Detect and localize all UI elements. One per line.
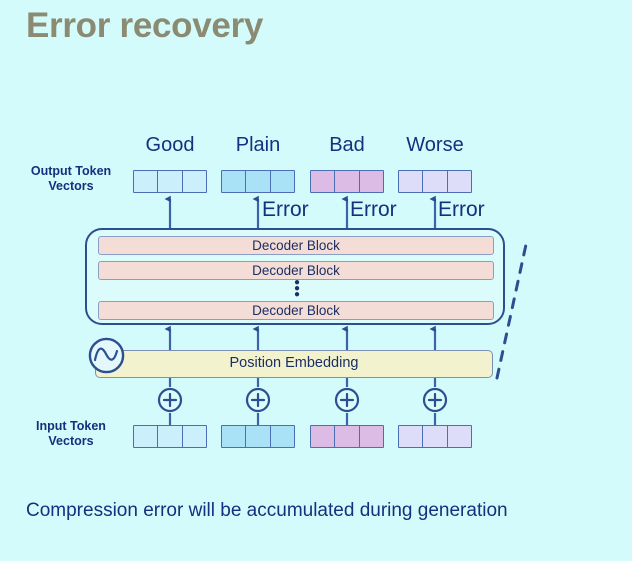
token-cell xyxy=(158,171,183,192)
input-token-vector-worse xyxy=(398,425,472,448)
input-token-vector-good xyxy=(133,425,207,448)
column-label-worse: Worse xyxy=(406,134,464,156)
column-label-plain: Plain xyxy=(235,134,281,156)
column-label-good: Good xyxy=(145,134,195,156)
output-token-vectors-label-line1: Output Token xyxy=(30,164,112,178)
token-cell xyxy=(360,426,383,447)
token-cell xyxy=(222,426,247,447)
slide-caption: Compression error will be accumulated du… xyxy=(26,500,508,521)
token-cell xyxy=(311,171,336,192)
error-label-1: Error xyxy=(262,198,309,221)
token-cell xyxy=(271,426,294,447)
adder-icon-1 xyxy=(157,387,183,413)
token-cell xyxy=(423,426,448,447)
input-token-vectors-label-line1: Input Token xyxy=(36,419,106,433)
decoder-block: Decoder Block xyxy=(98,261,494,280)
token-cell xyxy=(399,426,424,447)
token-cell xyxy=(246,426,271,447)
token-cell xyxy=(360,171,383,192)
output-token-vector-bad xyxy=(310,170,384,193)
output-token-vector-worse xyxy=(398,170,472,193)
page-title: Error recovery xyxy=(26,6,264,45)
decoder-block: Decoder Block xyxy=(98,301,494,320)
token-cell xyxy=(134,171,159,192)
token-cell xyxy=(448,171,471,192)
token-cell xyxy=(399,171,424,192)
token-cell xyxy=(158,426,183,447)
input-token-vectors-label: Input Token Vectors xyxy=(17,419,125,449)
token-cell xyxy=(335,171,360,192)
output-token-vector-good xyxy=(133,170,207,193)
vertical-ellipsis-icon: ●●● xyxy=(293,277,301,300)
adder-icon-4 xyxy=(422,387,448,413)
position-embedding-bar: Position Embedding xyxy=(95,350,493,378)
output-token-vector-plain xyxy=(221,170,295,193)
token-cell xyxy=(183,171,206,192)
input-token-vector-plain xyxy=(221,425,295,448)
output-token-vectors-label-line2: Vectors xyxy=(48,179,94,193)
token-cell xyxy=(335,426,360,447)
token-cell xyxy=(134,426,159,447)
sine-wave-circle-icon xyxy=(88,337,125,374)
error-label-3: Error xyxy=(438,198,485,221)
input-token-vector-bad xyxy=(310,425,384,448)
output-token-vectors-label: Output Token Vectors xyxy=(17,164,125,194)
adder-icon-3 xyxy=(334,387,360,413)
decoder-stack-container: Decoder Block Decoder Block ●●● Decoder … xyxy=(85,228,505,325)
adder-icon-2 xyxy=(245,387,271,413)
input-token-vectors-label-line2: Vectors xyxy=(48,434,94,448)
token-cell xyxy=(246,171,271,192)
token-cell xyxy=(423,171,448,192)
column-label-bad: Bad xyxy=(329,134,365,156)
error-label-2: Error xyxy=(350,198,397,221)
decoder-block: Decoder Block xyxy=(98,236,494,255)
token-cell xyxy=(222,171,247,192)
token-cell xyxy=(271,171,294,192)
token-cell xyxy=(183,426,206,447)
token-cell xyxy=(311,426,336,447)
token-cell xyxy=(448,426,471,447)
